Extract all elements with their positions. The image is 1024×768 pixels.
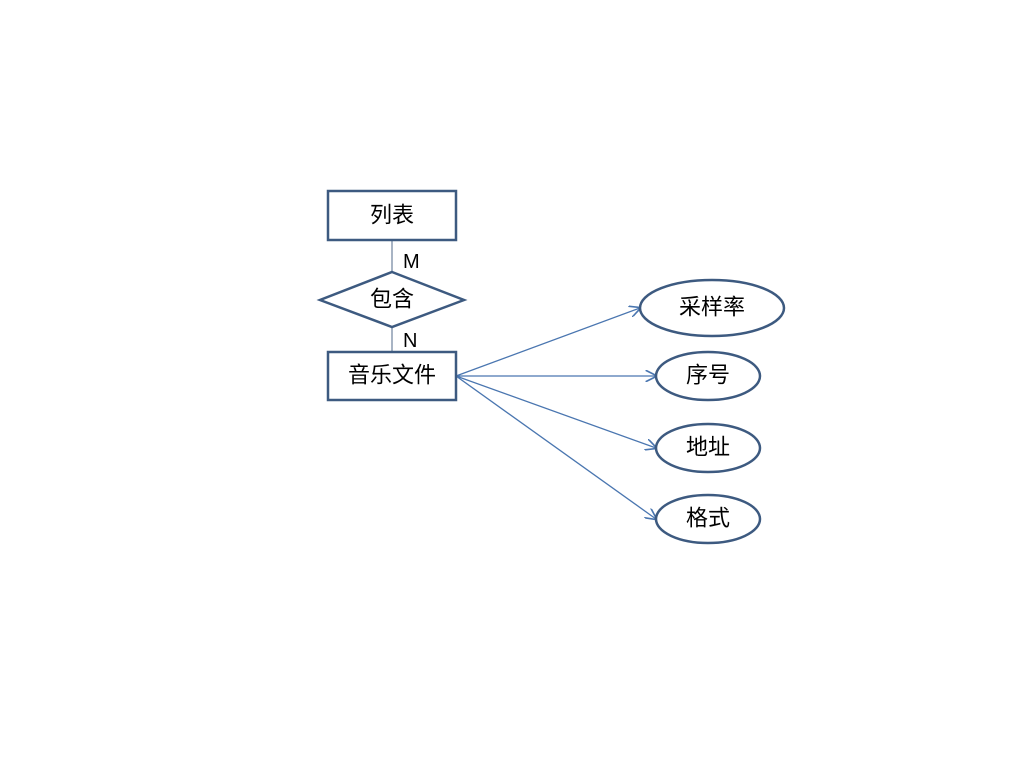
cardinality-n: N [403, 330, 417, 352]
arrow-to-format [455, 375, 656, 519]
attribute-format: 格式 [654, 493, 762, 545]
entity-list-label: 列表 [370, 204, 414, 229]
attribute-address: 地址 [654, 422, 762, 474]
relationship-contains: 包含 [316, 270, 468, 329]
attribute-index-label: 序号 [686, 364, 730, 389]
attribute-sample-rate: 采样率 [638, 278, 786, 338]
cardinality-m: M [403, 251, 420, 273]
relationship-contains-label: 包含 [370, 288, 414, 313]
entity-music-file-label: 音乐文件 [348, 364, 436, 389]
entity-music-file: 音乐文件 [326, 350, 458, 402]
attribute-index: 序号 [654, 350, 762, 402]
arrow-to-address [455, 375, 656, 448]
arrow-to-sample-rate [455, 308, 640, 377]
attribute-sample-rate-label: 采样率 [679, 296, 745, 321]
attribute-format-label: 格式 [686, 507, 730, 532]
entity-list: 列表 [326, 189, 458, 242]
attribute-address-label: 地址 [686, 436, 730, 461]
